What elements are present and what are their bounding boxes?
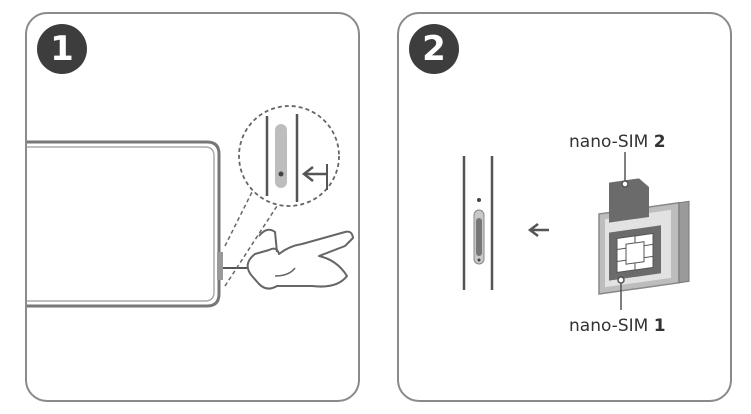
phone-outline — [27, 140, 221, 308]
eject-tray-illustration — [27, 105, 354, 308]
insert-sim-illustration — [462, 152, 690, 310]
nano-sim-2 — [609, 178, 649, 223]
zoom-circle — [238, 105, 340, 207]
step-number-badge: 1 — [37, 24, 87, 74]
sim-tray — [598, 178, 690, 295]
tray-slot — [217, 252, 223, 280]
step-2-panel: 2 — [397, 12, 732, 402]
sim-label-text: nano-SIM — [569, 316, 649, 336]
step-number: 2 — [422, 29, 446, 69]
hand-icon — [246, 230, 354, 290]
sim-label-number: 1 — [653, 316, 666, 336]
step-number: 1 — [50, 29, 74, 69]
step-1-panel: 1 — [25, 12, 360, 402]
phone-inner-edge — [27, 146, 215, 302]
nano-sim-2-label: nano-SIM 2 — [569, 132, 666, 152]
sim-label-text: nano-SIM — [569, 132, 649, 152]
sim-label-number: 2 — [653, 132, 666, 152]
step-number-badge: 2 — [409, 24, 459, 74]
nano-sim-1-label: nano-SIM 1 — [569, 316, 666, 336]
